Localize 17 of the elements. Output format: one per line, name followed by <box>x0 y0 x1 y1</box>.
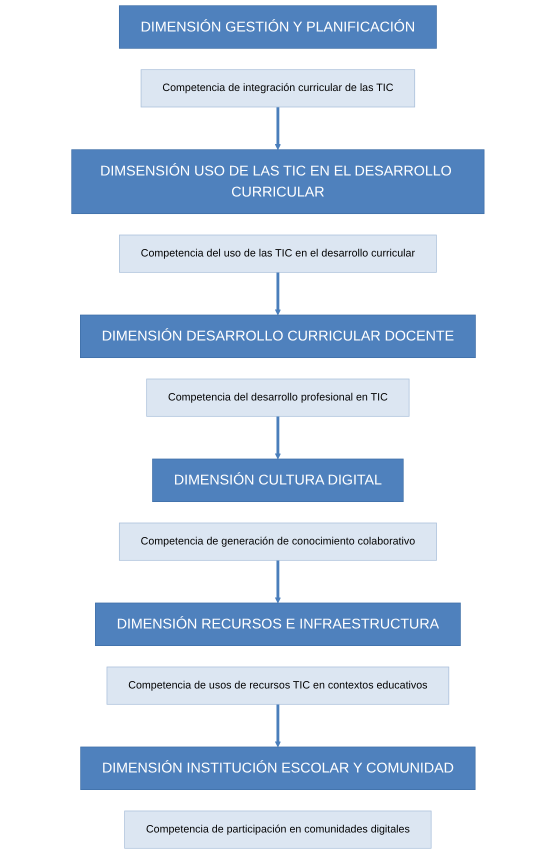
node-box: DIMENSIÓN CULTURA DIGITAL <box>152 458 404 502</box>
node-box: DIMENSIÓN DESARROLLO CURRICULAR DOCENTE <box>80 314 476 358</box>
node-box: DIMENSIÓN RECURSOS E INFRAESTRUCTURA <box>94 602 460 646</box>
node-box: DIMENSIÓN GESTIÓN Y PLANIFICACIÓN <box>118 5 436 49</box>
arrow <box>274 704 281 748</box>
arrow <box>274 416 281 460</box>
arrow <box>274 107 281 150</box>
node-box: Competencia de integración curricular de las TIC <box>140 69 415 108</box>
arrow <box>274 272 281 316</box>
node-box: Competencia de usos de recursos TIC en contextos educativos <box>106 666 449 705</box>
node-box: DIMENSIÓN INSTITUCIÓN ESCOLAR Y COMUNIDAD <box>80 746 476 790</box>
node-box: Competencia del uso de las TIC en el desarrollo curricular <box>118 234 436 273</box>
node-box: Competencia de generación de conocimiento colaborativo <box>118 522 436 561</box>
node-box: Competencia de participación en comunidades digitales <box>124 810 432 849</box>
arrow <box>274 560 281 604</box>
node-box: DIMSENSIÓN USO DE LAS TIC EN EL DESARROLLO CURRICULAR <box>70 149 484 214</box>
node-box: Competencia del desarrollo profesional en TIC <box>146 378 410 417</box>
